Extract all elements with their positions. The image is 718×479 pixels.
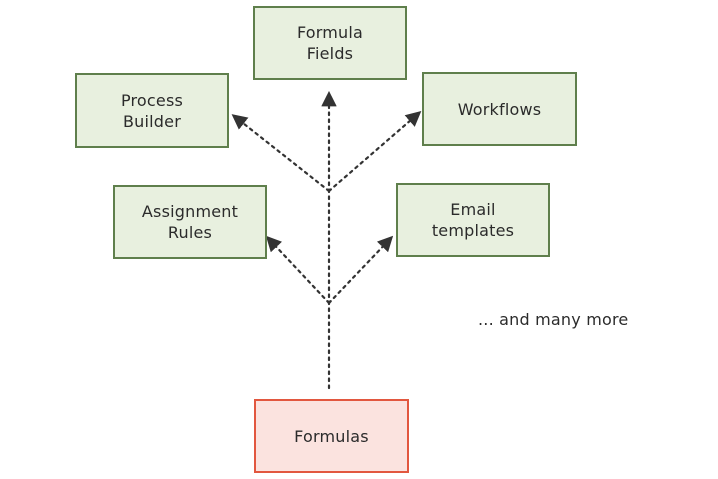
formulas-root-node: Formulas	[254, 399, 409, 473]
arrow-to-workflows	[327, 110, 422, 193]
arrow-to-assignment-rules	[265, 235, 331, 305]
assignment-rules-node: Assignment Rules	[113, 185, 267, 259]
arrow-to-process-builder	[231, 114, 331, 193]
workflows-node: Workflows	[422, 72, 577, 146]
and-many-more-note: ... and many more	[478, 310, 629, 329]
process-builder-node: Process Builder	[75, 73, 229, 148]
email-templates-node: Email templates	[396, 183, 550, 257]
arrow-to-email-templates	[327, 235, 394, 305]
formula-fields-node: Formula Fields	[253, 6, 407, 80]
